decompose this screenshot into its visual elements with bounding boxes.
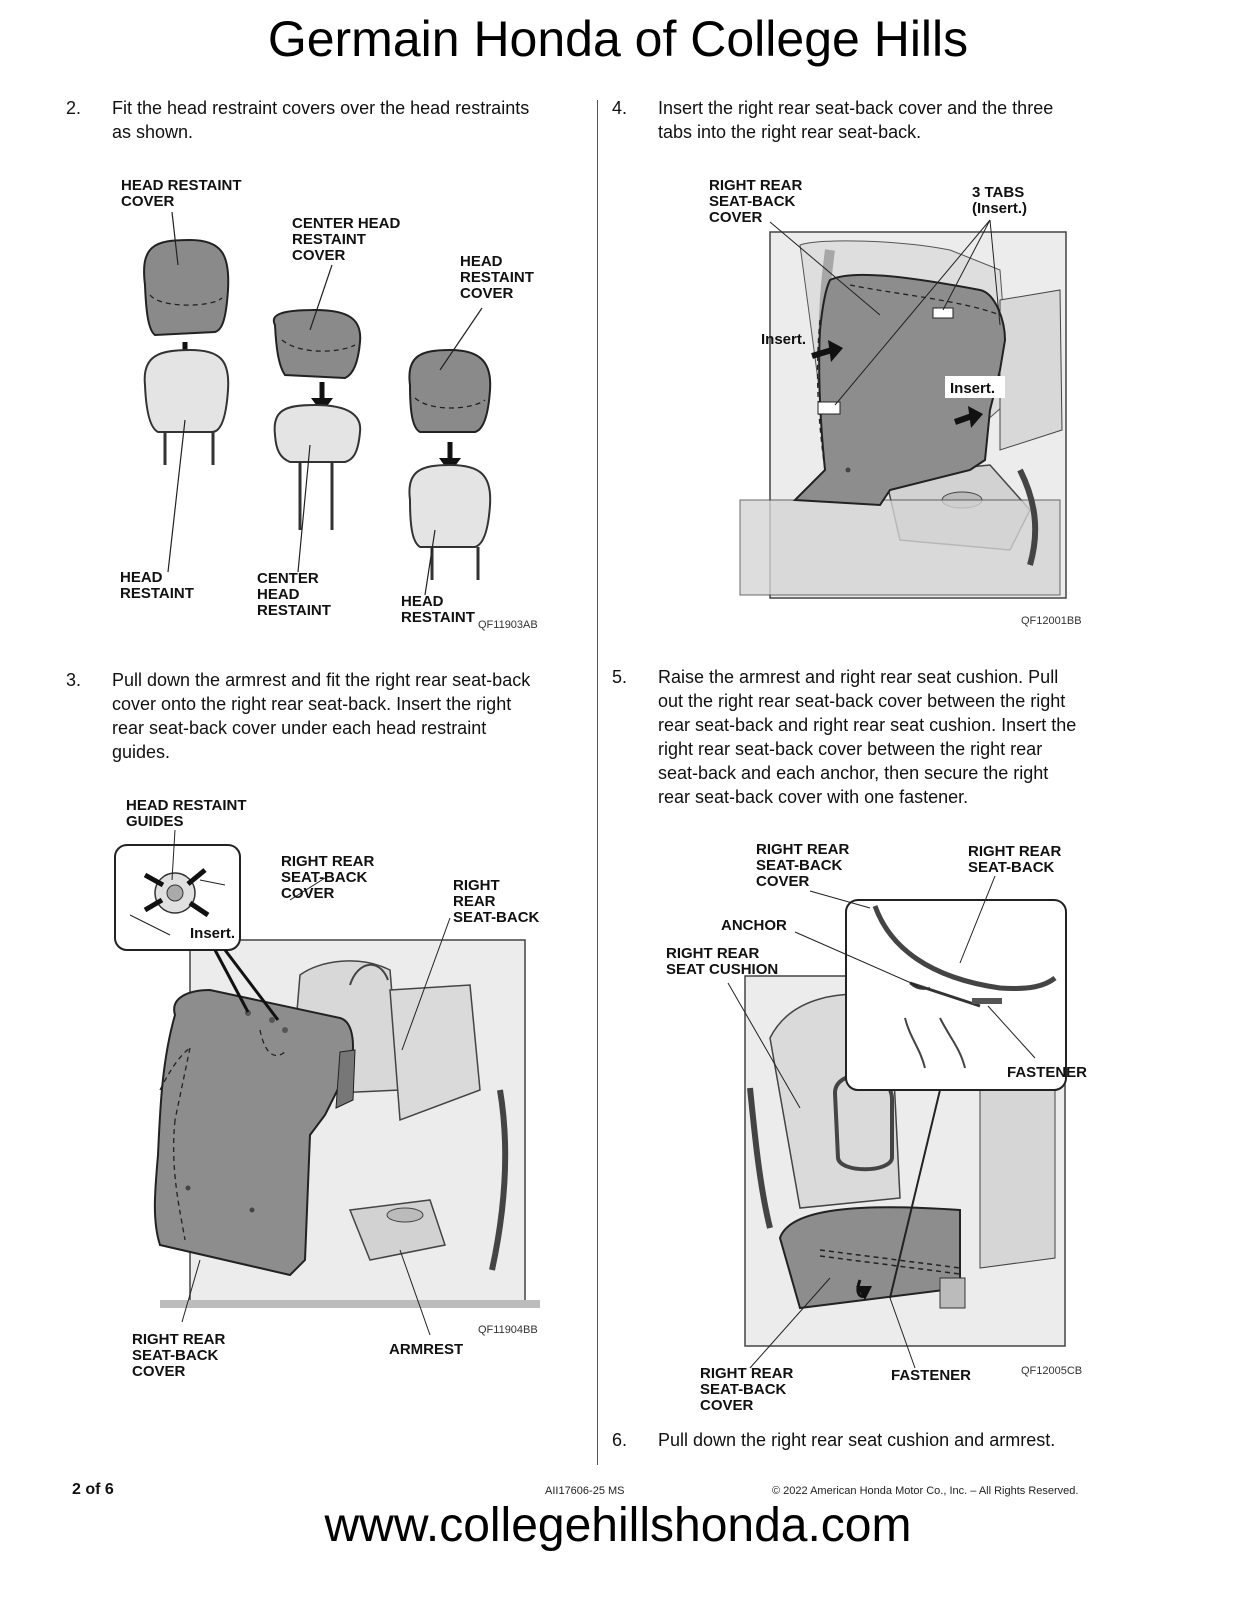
label-fastener-top: FASTENER <box>1007 1064 1087 1081</box>
label-center-head-restraint: CENTER HEAD RESTAINT <box>257 570 331 619</box>
label-insert-left: Insert. <box>761 331 806 348</box>
step-line: as shown. <box>112 122 194 142</box>
step-4: 4. Insert the right rear seat-back cover… <box>612 96 1132 146</box>
step-3: 3. Pull down the armrest and fit the rig… <box>66 668 586 768</box>
anchor-fastener-figure: RIGHT REAR SEAT-BACK COVER RIGHT REAR SE… <box>666 841 1087 1414</box>
step-number: 5. <box>612 667 628 687</box>
step-number: 2. <box>66 98 82 118</box>
label-head-restraint-right: HEAD RESTAINT <box>401 593 475 626</box>
step-line: tabs into the right rear seat-back. <box>658 122 922 142</box>
step-line: right rear seat-back cover between the r… <box>658 739 1043 759</box>
step-line: Insert the right rear seat-back cover an… <box>658 98 1054 118</box>
step-line: Raise the armrest and right rear seat cu… <box>658 667 1059 687</box>
label-anchor: ANCHOR <box>721 917 787 934</box>
figure-id: QF11903AB <box>478 619 538 631</box>
label-right-rear-seatback: RIGHT REAR SEAT-BACK <box>453 877 540 926</box>
label-right-rear-seatback-cover-top: RIGHT REAR SEAT-BACK COVER <box>281 853 379 902</box>
label-center-head-restraint-cover: CENTER HEAD RESTAINT COVER <box>292 215 405 264</box>
step-line: rear seat-back and right rear seat cushi… <box>658 715 1077 735</box>
step-line: out the right rear seat-back cover betwe… <box>658 691 1066 711</box>
step-6: 6. Pull down the right rear seat cushion… <box>612 1428 1132 1454</box>
label-head-restraint-guides: HEAD RESTAINT GUIDES <box>126 797 251 830</box>
step-text: Pull down the armrest and fit the right … <box>112 668 530 764</box>
page-number: 2 of 6 <box>72 1481 114 1498</box>
step-text: Raise the armrest and right rear seat cu… <box>658 665 1076 809</box>
step-2: 2. Fit the head restraint covers over th… <box>66 96 586 146</box>
label-right-rear-seatback-cover: RIGHT REAR SEAT-BACK COVER <box>709 177 807 226</box>
label-insert: Insert. <box>190 925 235 942</box>
step-line: Pull down the armrest and fit the right … <box>112 670 531 690</box>
step-text: Insert the right rear seat-back cover an… <box>658 96 1053 144</box>
step-line: rear seat-back cover under each head res… <box>112 718 487 738</box>
column-divider <box>597 100 598 1465</box>
label-insert-right: Insert. <box>950 380 995 397</box>
document-id: AII17606-25 MS <box>545 1485 625 1497</box>
label-right-rear-seatback: RIGHT REAR SEAT-BACK <box>968 843 1066 876</box>
copyright: © 2022 American Honda Motor Co., Inc. – … <box>772 1485 1079 1497</box>
label-head-restraint-left: HEAD RESTAINT <box>120 569 194 602</box>
step-number: 3. <box>66 670 82 690</box>
page-title: Germain Honda of College Hills <box>267 11 969 67</box>
step-line: Pull down the right rear seat cushion an… <box>658 1430 1056 1450</box>
seatback-cover-figure: HEAD RESTAINT GUIDES Insert. RIGHT REAR … <box>114 797 540 1380</box>
seatback-tabs-figure: RIGHT REAR SEAT-BACK COVER 3 TABS (Inser… <box>709 177 1082 627</box>
figure-id: QF12001BB <box>1021 615 1082 627</box>
step-line: cover onto the right rear seat-back. Ins… <box>112 694 512 714</box>
label-right-rear-seatback-cover-bottom: RIGHT REAR SEAT-BACK COVER <box>132 1331 230 1380</box>
step-text: Fit the head restraint covers over the h… <box>112 96 529 144</box>
step-line: seat-back and each anchor, then secure t… <box>658 763 1049 783</box>
label-right-rear-seatback-cover-bottom: RIGHT REAR SEAT-BACK COVER <box>700 1365 798 1414</box>
figure-id: QF11904BB <box>478 1324 538 1336</box>
label-right-rear-seat-cushion: RIGHT REAR SEAT CUSHION <box>666 945 778 978</box>
step-line: rear seat-back cover with one fastener. <box>658 787 969 807</box>
label-fastener-bottom: FASTENER <box>891 1367 971 1384</box>
label-armrest: ARMREST <box>389 1341 463 1358</box>
step-line: guides. <box>112 742 171 762</box>
step-line: Fit the head restraint covers over the h… <box>112 98 530 118</box>
step-5: 5. Raise the armrest and right rear seat… <box>612 665 1132 815</box>
website-url[interactable]: www.collegehillshonda.com <box>324 1499 912 1552</box>
label-three-tabs: 3 TABS (Insert.) <box>972 184 1028 217</box>
head-restraint-figure: HEAD RESTAINT COVER CENTER HEAD RESTAINT… <box>120 177 538 631</box>
step-number: 6. <box>612 1430 628 1450</box>
label-head-restraint-cover-left: HEAD RESTAINT COVER <box>121 177 246 210</box>
label-head-restraint-cover-right: HEAD RESTAINT COVER <box>460 253 538 302</box>
step-number: 4. <box>612 98 628 118</box>
label-right-rear-seatback-cover-top: RIGHT REAR SEAT-BACK COVER <box>756 841 854 890</box>
figure-id: QF12005CB <box>1021 1365 1082 1377</box>
step-text: Pull down the right rear seat cushion an… <box>658 1428 1055 1452</box>
